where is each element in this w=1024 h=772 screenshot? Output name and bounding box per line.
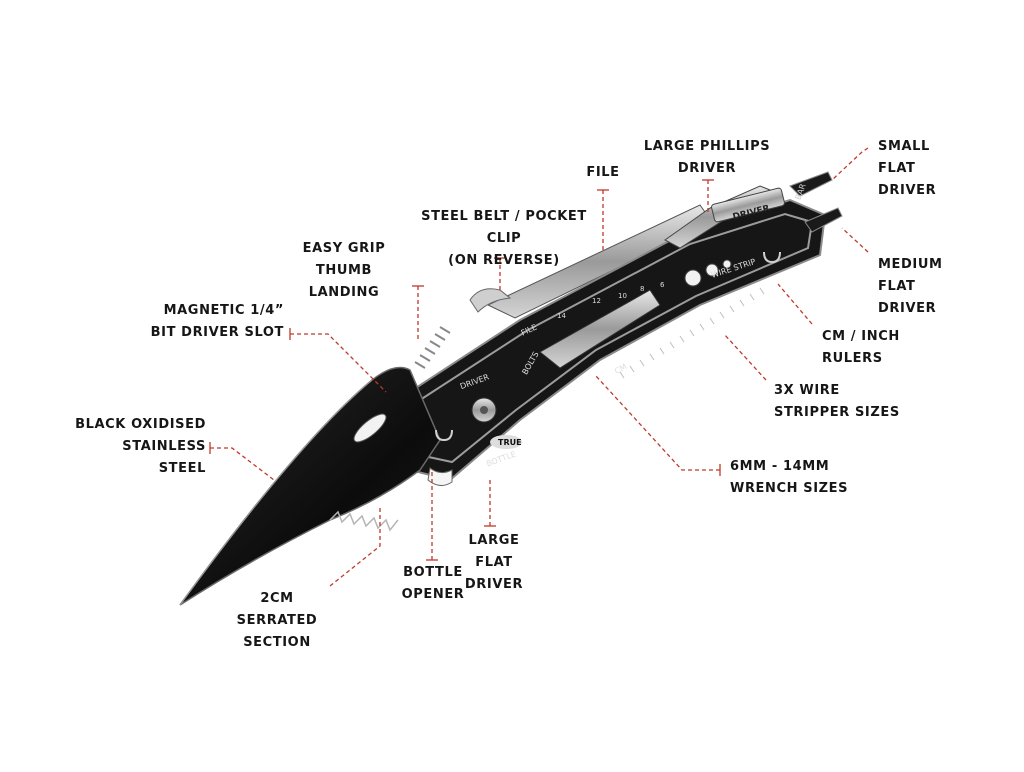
magnet-icon-right: [763, 251, 781, 264]
callout-serrated-section: 2CM SERRATED SECTION: [236, 591, 318, 650]
callout-small-flat-driver: SMALL FLAT DRIVER: [878, 139, 937, 198]
thumb-grip-ridges: [414, 326, 451, 369]
marking-wrench-12: 12: [592, 297, 601, 305]
callout-wire-stripper: 3X WIRE STRIPPER SIZES: [774, 383, 900, 420]
handle-frame: [418, 212, 814, 464]
leader-magnetic-slot: [290, 333, 387, 393]
blade-edge-highlight: [179, 379, 373, 606]
leader-small-flat-driver: [831, 147, 869, 181]
marking-wrench-14: 14: [557, 312, 566, 320]
ruler-ticks: [619, 287, 765, 379]
marking-wrench-6: 6: [660, 281, 665, 289]
driver-sleeve: [711, 187, 785, 223]
wire-stripper-hole-medium: [705, 263, 719, 277]
callout-steel-belt-clip: STEEL BELT / POCKET CLIP (ON REVERSE): [421, 209, 587, 268]
callout-black-oxidised: BLACK OXIDISED STAINLESS STEEL: [75, 417, 206, 476]
leader-end-ticks: [209, 179, 721, 561]
bottle-opener-notch: [427, 467, 453, 486]
belt-clip: [469, 288, 512, 313]
leader-medium-flat: [841, 227, 869, 253]
leader-black-oxidised: [210, 447, 275, 481]
blade-thumb-hole: [353, 413, 387, 443]
leader-wire-stripper: [723, 333, 767, 381]
marking-wrench-10: 10: [618, 292, 627, 300]
callout-easy-grip: EASY GRIP THUMB LANDING: [302, 241, 386, 300]
wire-stripper-hole-large: [684, 269, 702, 287]
leader-lines: [210, 147, 869, 587]
callout-medium-flat-driver: MEDIUM FLAT DRIVER: [878, 257, 943, 316]
marking-wrench-8: 8: [640, 285, 644, 293]
wire-stripper-hole-small: [722, 259, 732, 269]
callout-bottle-opener: BOTTLE OPENER: [401, 565, 465, 602]
callout-rulers: CM / INCH RULERS: [822, 329, 900, 366]
callout-file: FILE: [586, 165, 620, 180]
leader-serrated: [329, 506, 381, 587]
brand-badge: [490, 435, 522, 449]
leader-rulers: [777, 283, 813, 325]
leader-wrench: [595, 375, 720, 471]
marking-brand: TRUE: [498, 438, 522, 447]
pivot-screw-center: [480, 406, 488, 414]
medium-flat-driver-head: [804, 207, 843, 233]
marking-cm: CM: [613, 362, 628, 376]
small-flat-driver-head: [789, 171, 833, 197]
marking-bottle: BOTTLE: [485, 450, 517, 469]
serrated-edge: [329, 510, 399, 532]
callout-magnetic-bit-slot: MAGNETIC 1/4” BIT DRIVER SLOT: [150, 303, 284, 340]
magnet-icon-left: [435, 429, 453, 442]
wrench-insert: [539, 289, 661, 369]
callout-large-phillips-driver: LARGE PHILLIPS DRIVER: [643, 139, 771, 176]
callout-large-flat-driver: LARGE FLAT DRIVER: [464, 533, 524, 592]
callout-wrench-sizes: 6MM - 14MM WRENCH SIZES: [730, 459, 849, 496]
